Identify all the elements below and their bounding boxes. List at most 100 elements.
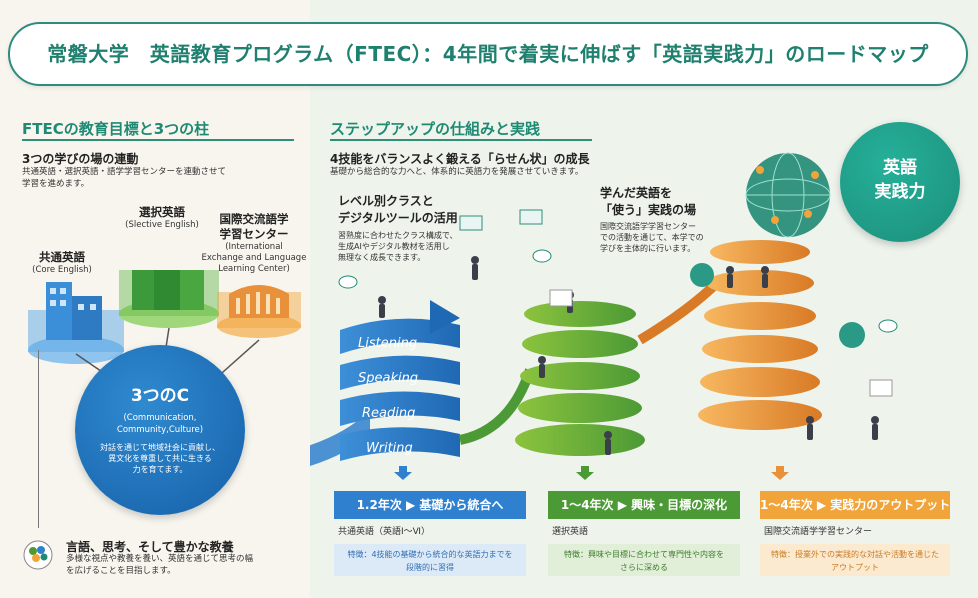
selective-english-sub: (Slective English) [125,220,199,230]
small-globe-icon [690,263,714,287]
use-desc-2: での活動を通じて、本学での [600,233,704,242]
right-heading: ステップアップの仕組みと実践 [330,120,541,138]
skill-label: Speaking [358,371,418,386]
window [78,304,84,310]
use-heading-2: 「使う」実践の場 [600,203,697,217]
stage-note-1-line-2: 段階的に習得 [406,563,454,572]
globe-icon [745,152,831,238]
blue-to-green-connector [458,368,535,445]
level-heading: レベル別クラスと デジタルツールの活用 [338,193,458,227]
stage-bar-2: 1～4年次 ▶ 興味・目標の深化 [548,491,740,519]
selective-english-title: 選択英語 [139,205,185,219]
level-desc-3: 無理なく成長できます。 [338,253,426,262]
window [50,288,56,294]
bottom-desc-line-1: 多様な視点や教養を養い、英語を通じて思考の幅 [66,554,254,564]
green-to-orange-connector [637,276,724,345]
stage-course-3: 国際交流語学学習センター [764,527,873,537]
title-banner: 常磐大学 英語教育プログラム（FTEC）：4年間で着実に伸ばす「英語実践力」のロ… [8,22,968,86]
column [256,292,260,314]
speech-bubble-icon [338,275,358,289]
orange-pillar-base [217,314,301,338]
digital-panel-icon [519,209,543,225]
pillars-desc-line-2: 学習を進めます。 [22,179,90,189]
down-arrow-icon [771,466,789,480]
column [266,294,270,314]
center-label: 国際交流語学 学習センター (International Exchange an… [198,212,310,275]
left-heading-underline [22,139,294,141]
bottom-desc-line-2: を広げることを目指します。 [66,566,176,576]
three-c-desc-1: 対話を通じて地域社会に貢献し、 [100,443,220,452]
right-heading-underline [330,139,592,141]
center-sub-2: Exchange and Language [201,253,307,263]
spiral-heading: 4技能をバランスよく鍛える「らせん状」の成長 [330,152,590,166]
center-title-2: 学習センター [219,227,289,241]
digital-panel-icon [459,215,483,231]
skill-label: Reading [362,406,415,421]
speech-bubble-icon [532,249,552,263]
screen-panel-icon [869,379,893,397]
center-sub-3: Learning Center) [218,264,290,274]
skill-label: Listening [358,336,417,351]
core-english-sub: (Core English) [32,265,92,275]
page-title: 常磐大学 英語教育プログラム（FTEC）：4年間で着実に伸ばす「英語実践力」のロ… [47,42,929,66]
window [50,300,56,306]
column [246,294,250,314]
blue-spiral [340,300,460,461]
green-building-a [132,270,154,310]
badge-line-1: 英語 [883,158,917,178]
center-title-1: 国際交流語学 [219,212,289,226]
level-description: 習熟度に合わせたクラス構成で、 生成AIやデジタル教材を活用し 無理なく成長でき… [338,230,458,263]
three-c-sub-2: Community,Culture) [116,425,204,435]
skill-label: Writing [366,441,413,456]
brain-icon [23,540,53,570]
pillars-desc-line-1: 共通英語・選択英語・語学学習センターを連動させて [22,167,227,177]
vertical-guide-line [38,350,39,528]
column [276,298,280,314]
bottom-heading: 言語、思考、そして豊かな教養 [66,540,234,554]
stage-course-1: 共通英語（英語Ⅰ～Ⅵ） [338,527,430,537]
stage-note-1: 特徴：4技能の基礎から統合的な英語力までを 段階的に習得 [334,544,526,576]
level-desc-2: 生成AIやデジタル教材を活用し [338,242,450,251]
three-c-desc-3: 力を育てます。 [132,465,188,474]
selective-english-label: 選択英語 (Slective English) [112,205,212,231]
practical-skill-badge: 英語 実践力 [840,122,960,242]
down-arrow-icon [394,466,412,480]
use-desc-1: 国際交流語学学習センター [600,222,696,231]
badge-line-2: 実践力 [874,182,926,202]
window [90,304,96,310]
center-sub-1: (International [225,242,283,252]
stage-note-3-line-2: アウトプット [831,563,879,572]
green-spiral [515,301,645,456]
speech-bubble-icon [878,319,898,333]
column [236,298,240,314]
stage-note-2-line-2: さらに深める [620,563,668,572]
pillar-buildings-illustration [28,270,301,383]
stage-bar-1: 1.2年次 ▶ 基礎から統合へ [334,491,526,519]
three-c-desc-2: 異文化を尊重して共に生きる [108,454,212,463]
down-arrow-icon [576,466,594,480]
bottom-description: 多様な視点や教養を養い、英語を通じて思考の幅 を広げることを目指します。 [66,553,253,577]
orange-spiral [698,240,822,430]
window [60,288,66,294]
stage-note-1-line-1: 特徴：4技能の基礎から統合的な英語力までを [347,550,513,559]
core-english-title: 共通英語 [39,250,85,264]
stage-note-3-line-1: 特徴：授業外での実践的な対話や活動を通じた [771,550,939,559]
stage-course-2: 選択英語 [552,527,589,537]
screen-panel-icon [549,289,573,307]
level-heading-2: デジタルツールの活用 [338,211,458,225]
blue-building-b [72,296,102,340]
stage-note-2-line-1: 特徴：興味や目標に合わせて専門性や内容を [564,550,724,559]
green-building-b [154,270,180,310]
three-c-sub-1: (Communication, [123,413,197,423]
use-heading: 学んだ英語を 「使う」実践の場 [600,185,696,219]
green-building-c [180,270,204,310]
use-description: 国際交流語学学習センター での活動を通じて、本学での 学びを主体的に行います。 [600,221,704,254]
people-figures [378,256,879,455]
pillars-heading: 3つの学びの場の連動 [22,152,139,166]
level-heading-1: レベル別クラスと [338,194,434,208]
spiral-illustration: Listening Speaking Reading Writing [310,152,898,480]
left-heading: FTECの教育目標と3つの柱 [22,120,210,138]
stage-bar-3: 1～4年次 ▶ 実践力のアウトプット [760,491,950,519]
spiral-description: 基礎から総合的な力へと、体系的に英語力を発展させていきます。 [330,167,584,177]
